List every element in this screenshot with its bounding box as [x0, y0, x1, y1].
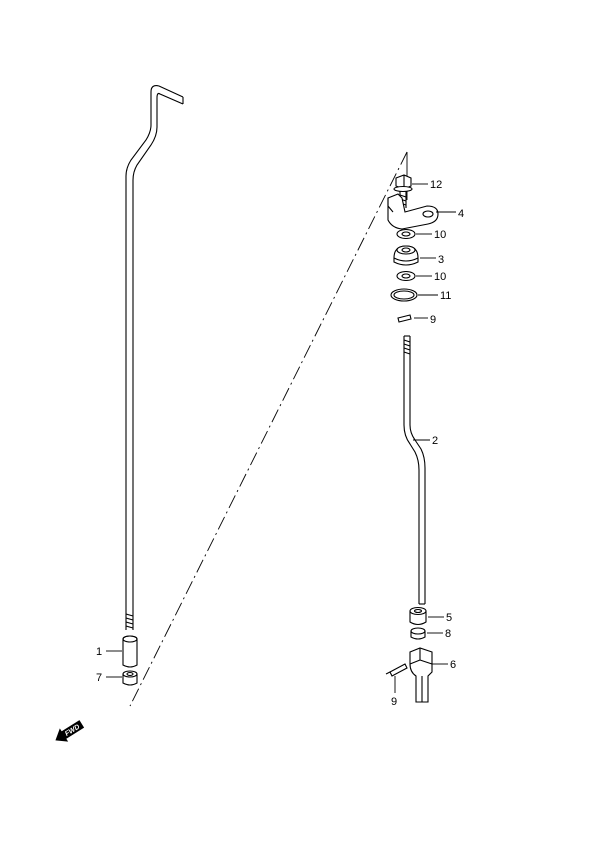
callout-5: 5 [446, 612, 452, 624]
pin-part-9-upper [397, 314, 412, 323]
callout-1: 1 [96, 646, 102, 658]
assembly-reference-line [129, 151, 408, 707]
lever-bracket-part-4 [387, 193, 439, 230]
callout-7: 7 [96, 672, 102, 684]
o-ring-part-11 [390, 288, 418, 302]
bushing-part-8 [410, 627, 426, 640]
forward-arrow-icon [55, 720, 85, 742]
callout-8: 8 [445, 628, 451, 640]
fwd-label: FWD [64, 724, 81, 738]
callout-10-upper: 10 [434, 229, 446, 241]
collar-part-1 [122, 635, 138, 668]
pin-part-9-lower [385, 663, 408, 677]
right-shift-rod-assembly: 12 4 10 3 10 [385, 174, 464, 708]
shift-rod-part-2 [403, 335, 426, 605]
fwd-direction-badge: FWD [55, 720, 85, 742]
bolt-part-12 [393, 174, 413, 208]
bushing-part-5 [409, 606, 427, 626]
callout-3: 3 [438, 254, 444, 266]
washer-part-10-upper [396, 228, 416, 240]
left-shift-rod-assembly: 1 7 [96, 85, 184, 686]
bushing-part-7 [122, 670, 138, 686]
callout-10-lower: 10 [434, 271, 446, 283]
washer-part-10-lower [396, 270, 416, 282]
clevis-part-6 [409, 647, 433, 703]
callout-11: 11 [440, 290, 451, 302]
callout-6: 6 [450, 659, 456, 671]
callout-9-lower: 9 [391, 696, 397, 708]
callout-2: 2 [432, 435, 438, 447]
callout-4: 4 [458, 208, 464, 220]
shift-rod-long [125, 85, 184, 630]
callout-12: 12 [430, 179, 442, 191]
callout-9-upper: 9 [430, 314, 436, 326]
grommet-part-3 [393, 245, 419, 266]
